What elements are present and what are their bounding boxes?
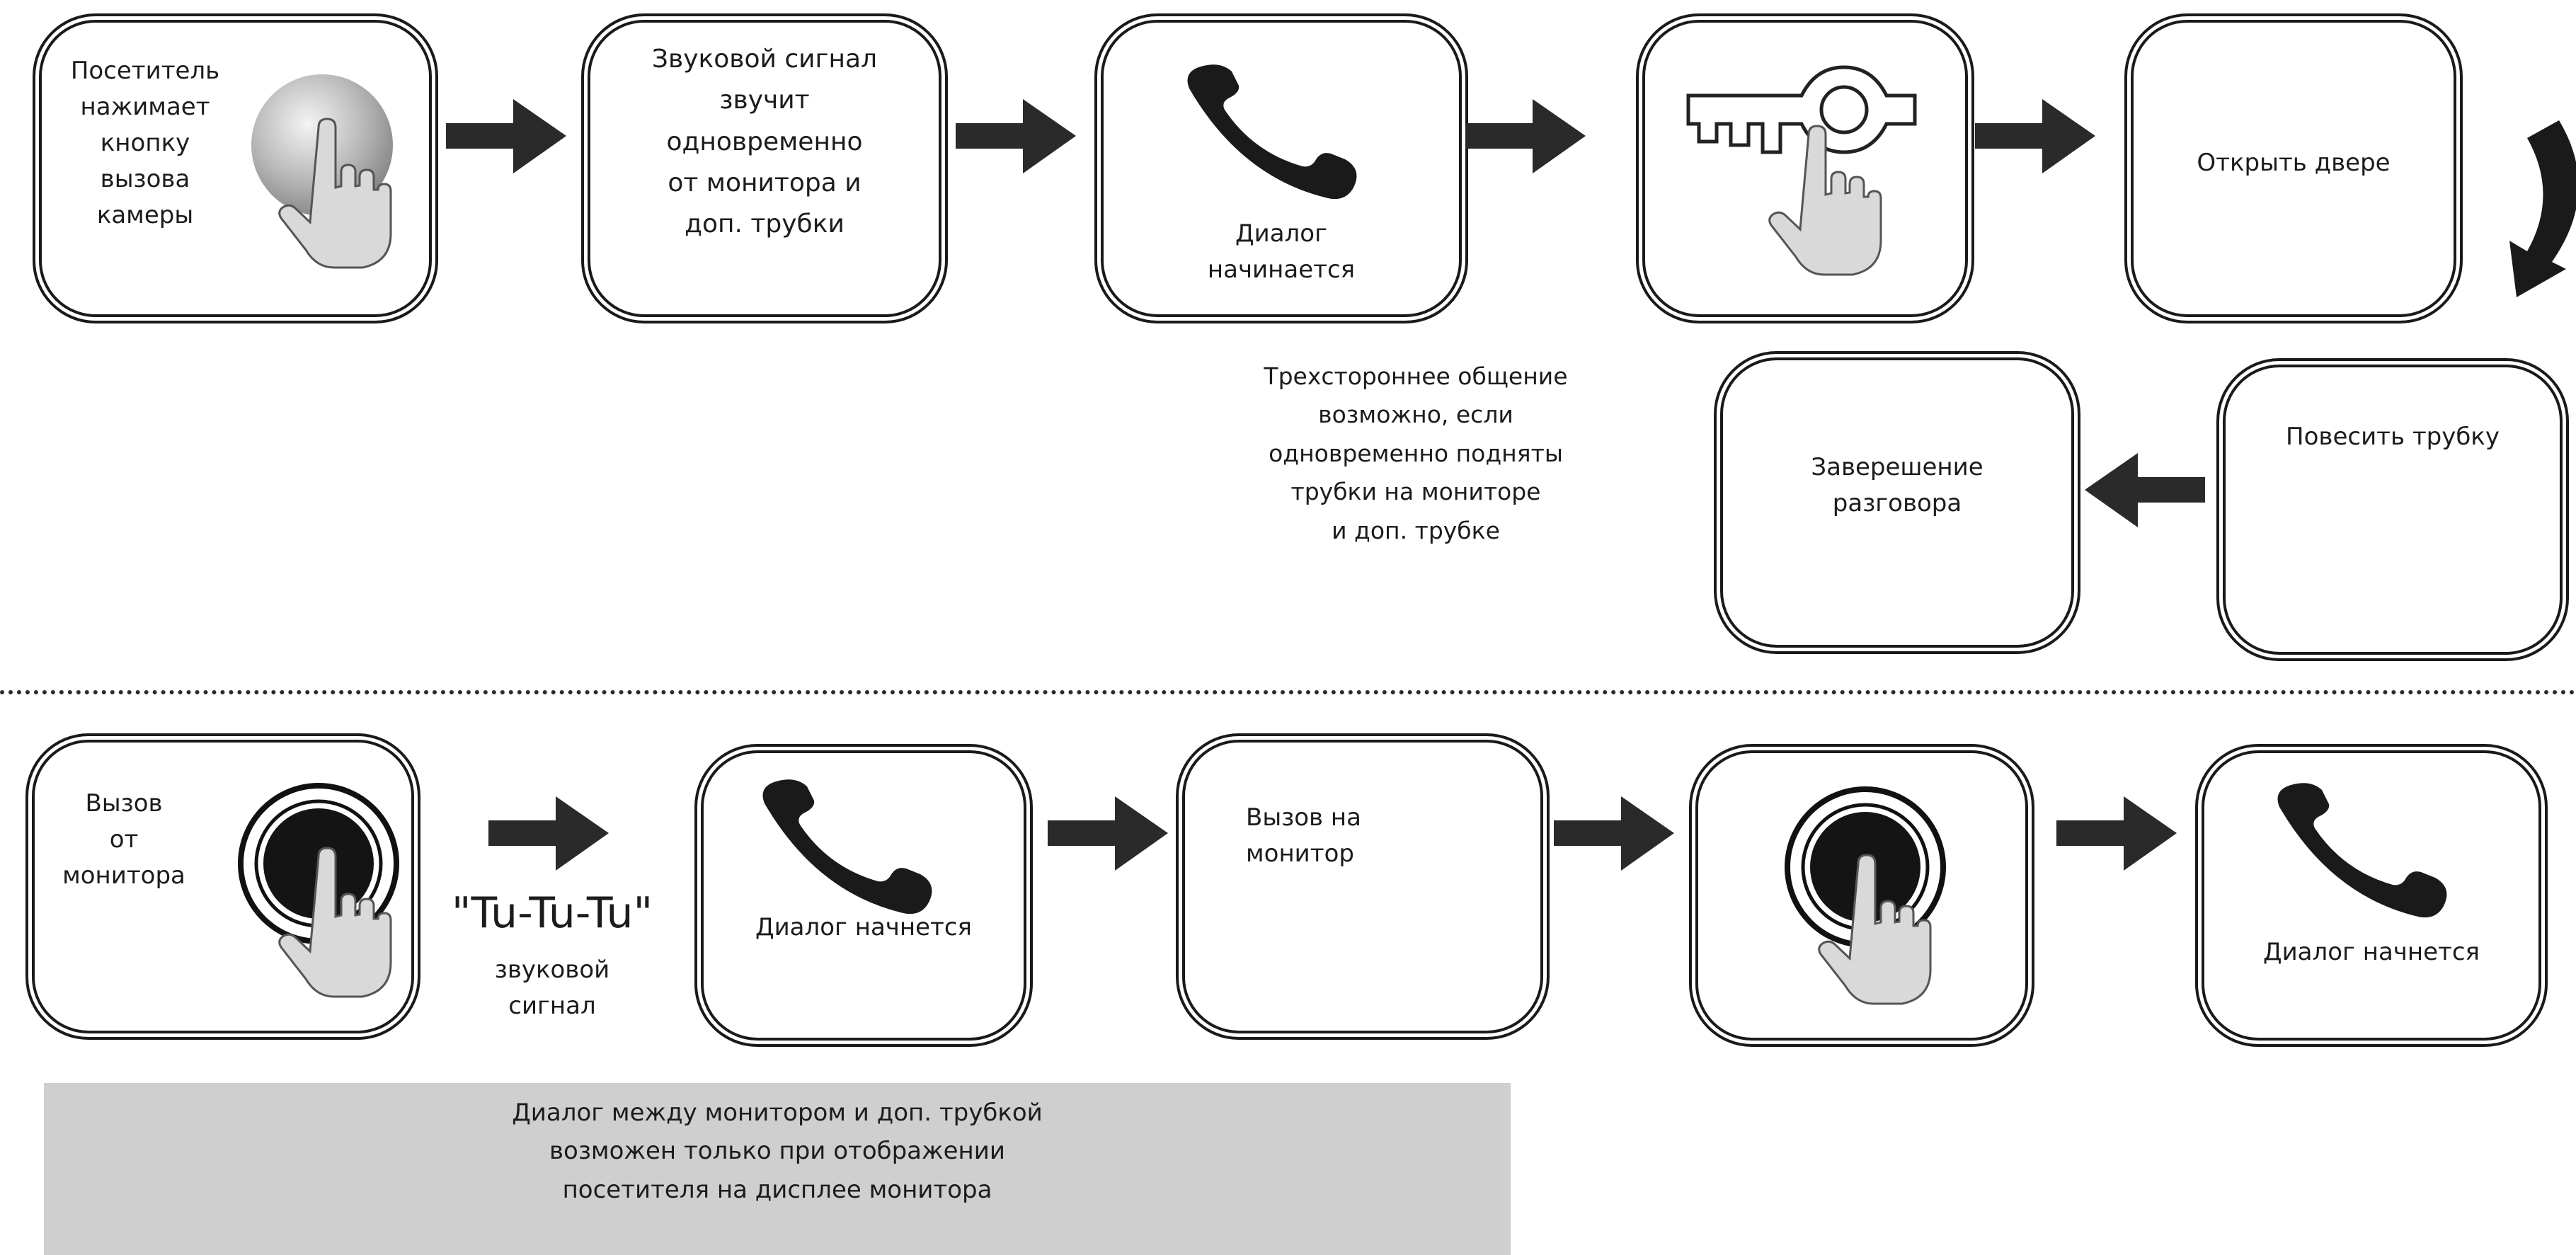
dialog-starts-text-2: Диалог начнется [2263, 938, 2480, 966]
pointing-hand-icon [1768, 125, 1882, 276]
step-ring-box [588, 20, 941, 317]
pointing-hand-icon [1818, 854, 1932, 1005]
arrow-right-7 [1554, 796, 1674, 871]
arrow-right-8 [2056, 796, 2177, 871]
phone-handset-icon [1187, 64, 1357, 200]
step-open-door-box [2131, 20, 2456, 317]
arrow-right-2 [956, 99, 1076, 173]
phone-handset-icon [762, 779, 932, 915]
note-panel [44, 1083, 1511, 1255]
arrow-right-1 [446, 99, 566, 173]
call-from-monitor-text: Вызов от монитора [62, 789, 185, 890]
call-to-monitor-text: Вызов на монитор [1246, 803, 1361, 868]
dialog-starts-text-1: Диалог начнется [755, 913, 972, 941]
tutu-signal-caption: звуковой сигнал [494, 956, 610, 1020]
step-dialog-text: Диалог начинается [1207, 219, 1356, 284]
three-way-note: Трехстороннее общение возможно, если одн… [1264, 362, 1568, 544]
key-icon [1686, 65, 1917, 154]
dotted-separator [0, 690, 2576, 694]
pointing-hand-icon [278, 118, 392, 269]
note-text: Диалог между монитором и доп. трубкой во… [512, 1099, 1043, 1204]
arrow-right-4 [1975, 99, 2095, 173]
step-visitor-press-text: Посетитель нажимает кнопку вызова камеры [70, 57, 220, 229]
arrow-right-6 [1048, 796, 1168, 871]
step-open-door-text: Открыть двере [2197, 149, 2391, 177]
pointing-hand-icon [278, 847, 392, 998]
arrow-right-3 [1465, 99, 1586, 173]
arrow-right-5 [488, 796, 609, 871]
hang-up-box [2223, 365, 2563, 655]
call-to-monitor-box [1182, 740, 1543, 1033]
arrow-left-1 [2085, 453, 2205, 527]
curved-arrow-icon [2509, 120, 2576, 297]
end-call-box [1720, 357, 2074, 648]
tutu-signal-label: "Tu-Tu-Tu" [451, 888, 653, 938]
hang-up-text: Повесить трубку [2286, 423, 2500, 451]
step-ring-text: Звуковой сигнал звучит одновременно от м… [651, 45, 878, 239]
phone-handset-icon [2277, 783, 2447, 918]
end-call-text: Заверешение разговора [1811, 453, 1983, 517]
